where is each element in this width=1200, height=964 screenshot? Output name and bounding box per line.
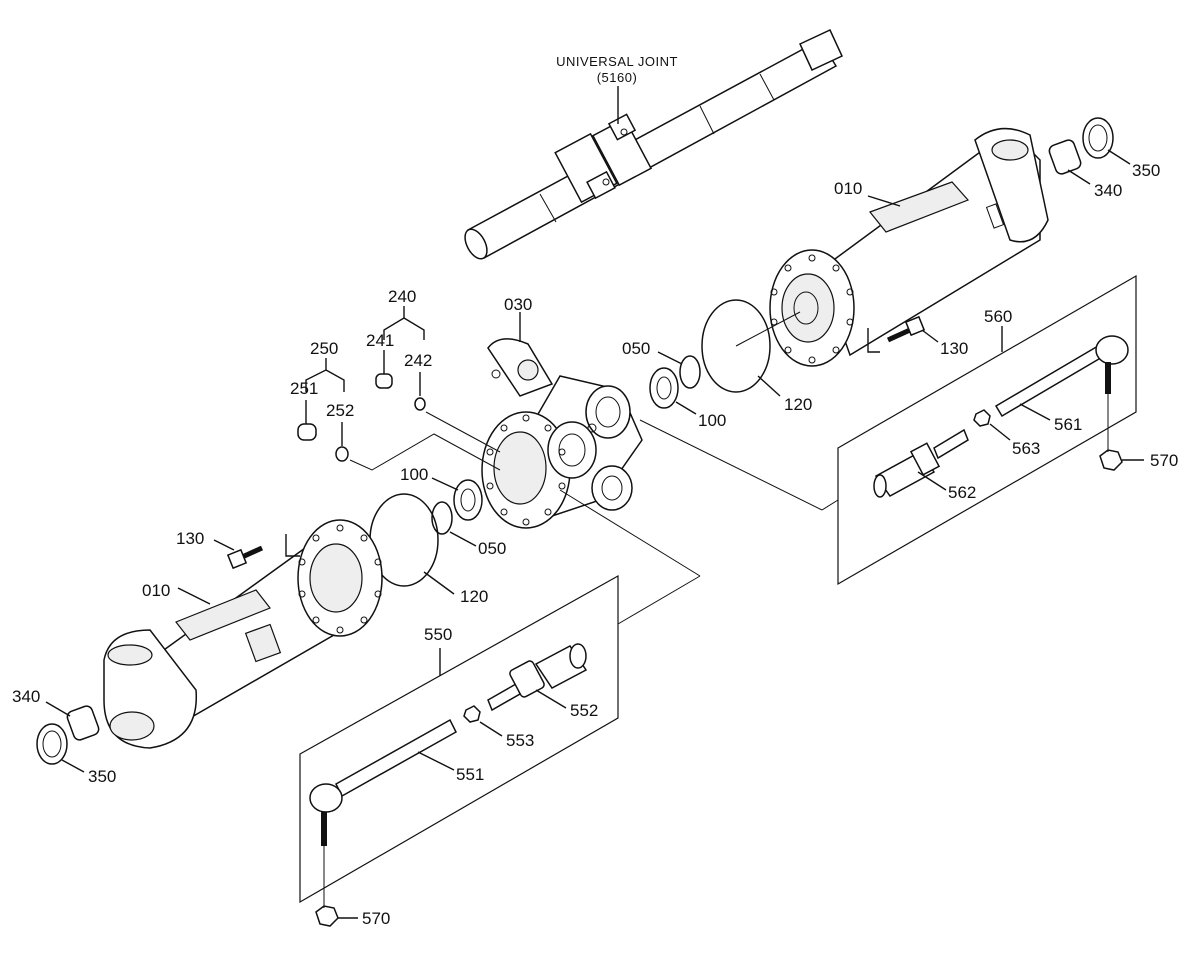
tie-rod-551[interactable] bbox=[309, 718, 457, 846]
label-010-right: 010 bbox=[834, 179, 862, 198]
label-240: 240 bbox=[388, 287, 416, 306]
nut-553[interactable] bbox=[463, 705, 481, 723]
ring-050-left[interactable] bbox=[431, 501, 453, 535]
seal-350-left[interactable] bbox=[36, 723, 68, 765]
o-ring-242[interactable] bbox=[414, 397, 426, 411]
tie-rod-561[interactable] bbox=[994, 335, 1129, 418]
bushing-340-left[interactable] bbox=[66, 704, 101, 741]
plug-251[interactable] bbox=[297, 423, 317, 441]
label-010-left: 010 bbox=[142, 581, 170, 600]
label-251: 251 bbox=[290, 379, 318, 398]
label-562: 562 bbox=[948, 483, 976, 502]
label-241: 241 bbox=[366, 331, 394, 350]
label-350-left: 350 bbox=[88, 767, 116, 786]
flange-bolt-holes-left bbox=[298, 524, 382, 634]
universal-joint-shaft[interactable] bbox=[461, 29, 843, 262]
tie-rod-assembly-550-box bbox=[299, 574, 619, 904]
adjuster-552[interactable] bbox=[487, 643, 588, 712]
bolt-130-left[interactable] bbox=[226, 545, 264, 570]
label-050-right: 050 bbox=[622, 339, 650, 358]
bushing-340-right[interactable] bbox=[1048, 138, 1083, 175]
axle-housing-left[interactable] bbox=[103, 519, 383, 749]
label-100-right: 100 bbox=[698, 411, 726, 430]
flange-bolt-holes-right bbox=[770, 254, 854, 364]
flange-bolt-holes-center bbox=[486, 414, 566, 526]
nut-570-right[interactable] bbox=[1099, 449, 1123, 471]
label-130-left: 130 bbox=[176, 529, 204, 548]
label-242: 242 bbox=[404, 351, 432, 370]
label-550: 550 bbox=[424, 625, 452, 644]
label-563: 563 bbox=[1012, 439, 1040, 458]
universal-joint-title: UNIVERSAL JOINT bbox=[556, 54, 678, 69]
label-120-right: 120 bbox=[784, 395, 812, 414]
label-030: 030 bbox=[504, 295, 532, 314]
label-250: 250 bbox=[310, 339, 338, 358]
adjuster-562[interactable] bbox=[873, 428, 969, 498]
nut-563[interactable] bbox=[973, 409, 991, 427]
label-120-left: 120 bbox=[460, 587, 488, 606]
nut-570-left[interactable] bbox=[315, 905, 339, 927]
bolt-130-right[interactable] bbox=[886, 315, 926, 343]
plug-241[interactable] bbox=[375, 373, 393, 389]
label-252: 252 bbox=[326, 401, 354, 420]
label-130-right: 130 bbox=[940, 339, 968, 358]
label-570-right: 570 bbox=[1150, 451, 1178, 470]
seal-350-right[interactable] bbox=[1082, 117, 1114, 159]
label-340-left: 340 bbox=[12, 687, 40, 706]
label-552: 552 bbox=[570, 701, 598, 720]
label-553: 553 bbox=[506, 731, 534, 750]
center-housing-030[interactable] bbox=[481, 338, 643, 529]
label-350-right: 350 bbox=[1132, 161, 1160, 180]
axle-housing-right[interactable] bbox=[769, 127, 1049, 367]
bearing-100-right[interactable] bbox=[649, 367, 679, 409]
label-340-right: 340 bbox=[1094, 181, 1122, 200]
label-100-left: 100 bbox=[400, 465, 428, 484]
ring-050-right[interactable] bbox=[679, 355, 701, 389]
tie-rod-assembly-560-box bbox=[837, 274, 1137, 586]
universal-joint-ref: (5160) bbox=[597, 70, 638, 85]
label-551: 551 bbox=[456, 765, 484, 784]
o-ring-252[interactable] bbox=[335, 446, 349, 462]
label-050-left: 050 bbox=[478, 539, 506, 558]
label-570-left: 570 bbox=[362, 909, 390, 928]
label-560: 560 bbox=[984, 307, 1012, 326]
label-561: 561 bbox=[1054, 415, 1082, 434]
bearing-100-left[interactable] bbox=[453, 479, 483, 521]
universal-joint-cross bbox=[554, 113, 653, 204]
o-ring-120-right[interactable] bbox=[701, 299, 771, 393]
